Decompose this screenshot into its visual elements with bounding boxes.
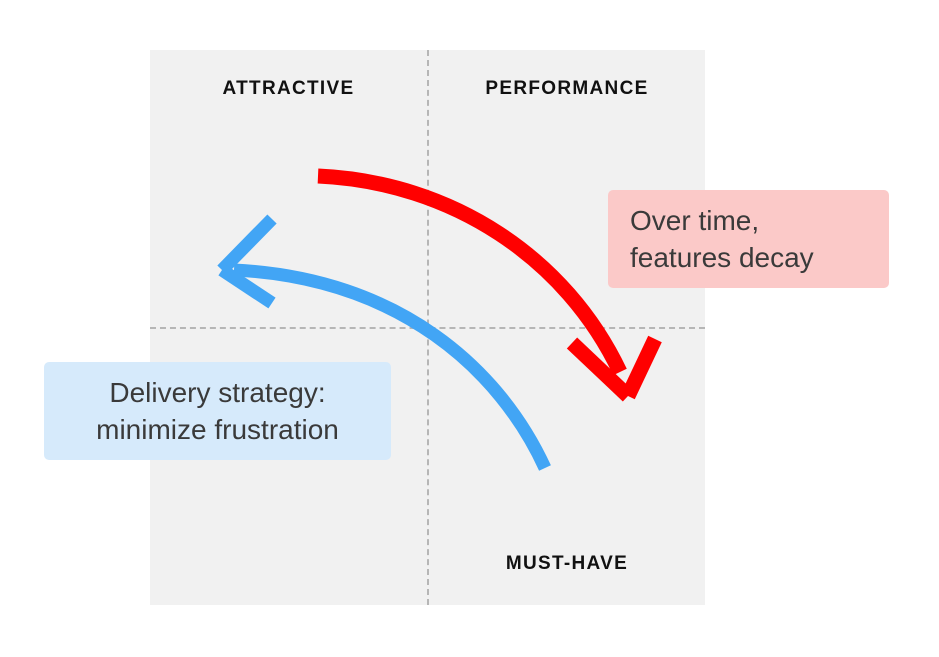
strategy-arrow-head-top [217, 214, 277, 275]
strategy-arrow-head-bottom [218, 264, 276, 309]
quadrant-label-attractive: ATTRACTIVE [222, 78, 355, 99]
decay-arrow-head-right [621, 335, 662, 400]
decay-arrow [317, 168, 662, 402]
strategy-arrow-shaft [233, 263, 551, 471]
strategy-arrow [217, 214, 551, 471]
quadrant-label-performance: PERFORMANCE [485, 78, 649, 99]
callout-delivery-strategy: Delivery strategy: minimize frustration [44, 362, 391, 460]
decay-arrow-shaft [317, 168, 627, 376]
callout-over-time-features-decay: Over time, features decay [608, 190, 889, 288]
decay-arrow-head-left [566, 337, 634, 402]
quadrant-label-must-have: MUST-HAVE [505, 553, 629, 574]
